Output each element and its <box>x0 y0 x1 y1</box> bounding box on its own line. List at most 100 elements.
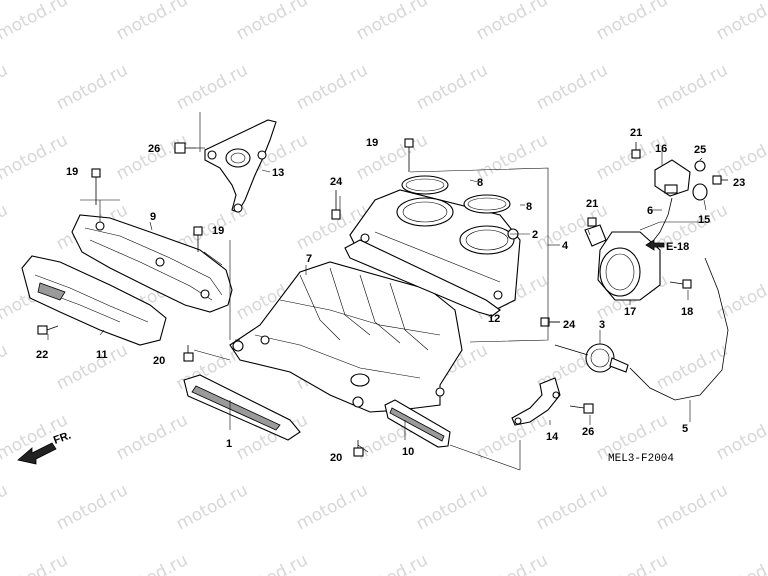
part-16-solenoid <box>654 159 691 197</box>
callout-10: 10 <box>402 446 414 458</box>
part-1-mesh <box>183 374 301 441</box>
bolt-20-upper <box>183 345 194 362</box>
watermark-text: motod.ru <box>713 410 768 464</box>
callout-12: 12 <box>488 313 500 325</box>
watermark-text: motod.ru <box>173 480 251 534</box>
callout-24-upper: 24 <box>330 176 343 188</box>
callout-19-left: 19 <box>66 166 78 178</box>
callout-24-lower: 24 <box>563 319 576 331</box>
callout-1: 1 <box>226 438 232 450</box>
callout-26-top: 26 <box>148 143 160 155</box>
callout-21-left: 21 <box>586 198 598 210</box>
callout-18: 18 <box>681 306 693 318</box>
callout-14: 14 <box>546 431 559 443</box>
front-marker: FR. <box>52 429 73 446</box>
part-7-manifold <box>229 261 463 413</box>
watermark-text: motod.ru <box>293 60 371 114</box>
watermark-text: motod.ru <box>53 340 131 394</box>
screw-22 <box>37 325 59 335</box>
watermark-text: motod.ru <box>0 200 11 254</box>
part-11-air-guide <box>21 255 167 346</box>
watermark-text: motod.ru <box>653 480 731 534</box>
watermark-text: motod.ru <box>113 0 191 44</box>
bolt-19-mid <box>193 226 203 252</box>
watermark-text: motod.ru <box>0 130 71 184</box>
callout-16: 16 <box>655 143 667 155</box>
watermark-text: motod.ru <box>473 130 551 184</box>
callout-3: 3 <box>599 319 605 331</box>
bolt-18 <box>669 279 692 289</box>
callout-25: 25 <box>694 144 706 156</box>
watermark-text: motod.ru <box>413 60 491 114</box>
part-14-bracket <box>511 377 561 426</box>
part-10-mesh <box>384 399 451 448</box>
watermark-text: motod.ru <box>473 550 551 576</box>
watermark-text: motod.ru <box>713 270 768 324</box>
watermark-text: motod.ru <box>533 480 611 534</box>
callout-4: 4 <box>562 240 569 252</box>
front-arrow-icon <box>17 442 57 465</box>
callout-8-lower: 8 <box>526 201 532 213</box>
clip-21-right <box>631 142 641 159</box>
watermark-text: motod.ru <box>653 60 731 114</box>
bolt-26-top <box>174 142 196 154</box>
diagram-code: MEL3-F2004 <box>608 453 674 465</box>
part-3-valve <box>554 343 629 373</box>
part-13-bracket <box>204 119 277 213</box>
watermark-text: motod.ru <box>113 130 191 184</box>
callout-20-lower: 20 <box>330 452 342 464</box>
watermark-text: motod.ru <box>713 550 768 576</box>
callout-9: 9 <box>150 211 156 223</box>
watermark-text: motod.ru <box>353 0 431 44</box>
callout-15: 15 <box>698 214 710 226</box>
watermark-text: motod.ru <box>653 200 731 254</box>
part-8-gasket-right <box>463 194 511 214</box>
watermark-text: motod.ru <box>353 550 431 576</box>
callout-5: 5 <box>682 423 688 435</box>
watermark-text: motod.ru <box>473 0 551 44</box>
callout-17: 17 <box>624 306 636 318</box>
watermark-text: motod.ru <box>593 550 671 576</box>
ref-arrow-icon <box>645 239 665 251</box>
watermark-text: motod.ru <box>0 480 11 534</box>
bolt-19-left <box>91 168 101 205</box>
leader-lines <box>47 112 707 471</box>
callout-labels: 1 2 3 4 5 6 7 8 8 9 10 11 12 13 14 15 16… <box>36 127 745 464</box>
clip-21-left <box>587 217 597 227</box>
watermark-text: motod.ru <box>713 0 768 44</box>
watermark-text: motod.ru <box>173 60 251 114</box>
watermark-text: motod.ru <box>0 60 11 114</box>
watermark-text: motod.ru <box>53 480 131 534</box>
callout-20-upper: 20 <box>153 355 165 367</box>
bolt-19-upper <box>404 138 414 172</box>
part-8-gasket-left <box>401 175 449 195</box>
callout-19-upper: 19 <box>366 137 378 149</box>
bolt-24-upper <box>331 190 341 220</box>
part-17-chamber <box>584 224 661 301</box>
callout-22: 22 <box>36 349 48 361</box>
part-25-nut <box>694 160 706 172</box>
callout-7: 7 <box>306 253 312 265</box>
bolt-23 <box>712 175 728 185</box>
watermark-text: motod.ru <box>533 60 611 114</box>
watermark-text: motod.ru <box>233 550 311 576</box>
part-4-throttle-body <box>349 189 521 311</box>
callout-23: 23 <box>733 177 745 189</box>
watermark-text: motod.ru <box>53 60 131 114</box>
part-6-hose <box>649 197 673 246</box>
part-9-side-cover <box>71 214 233 313</box>
callout-8-upper: 8 <box>477 177 483 189</box>
ref-marker: E-18 <box>666 241 689 253</box>
callout-19-mid: 19 <box>212 225 224 237</box>
watermark-text: motod.ru <box>113 550 191 576</box>
watermark-text: motod.ru <box>593 0 671 44</box>
watermark-text: motod.ru <box>0 0 71 44</box>
callout-13: 13 <box>272 167 284 179</box>
watermark-text: motod.ru <box>233 0 311 44</box>
callout-6: 6 <box>647 205 653 217</box>
watermark-text: motod.ru <box>293 480 371 534</box>
callout-2: 2 <box>532 229 538 241</box>
watermark-text: motod.ru <box>113 410 191 464</box>
bolt-26-lower <box>569 403 594 414</box>
